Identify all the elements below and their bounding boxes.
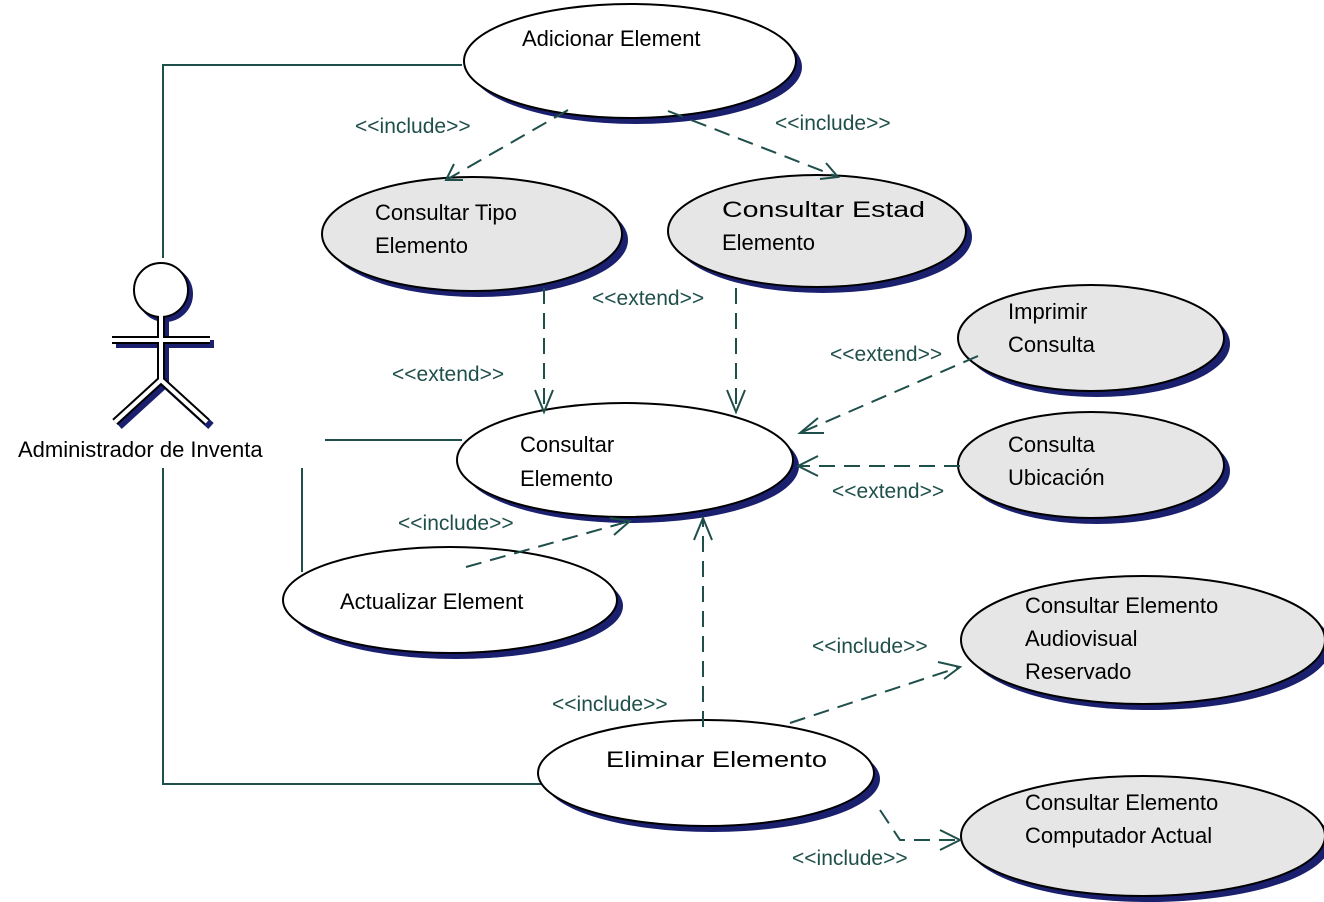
label-include-actualizar: <<include>> — [398, 512, 514, 535]
actor-figure-inner — [112, 264, 210, 424]
include-adicionar-estado — [667, 110, 840, 180]
label-include-audiovisual: <<include>> — [812, 635, 928, 658]
use-case-consultar-elemento[interactable]: Consultar Elemento — [456, 402, 799, 523]
extend-estado — [726, 288, 746, 415]
use-case-actualizar-line-1: Actualizar Element — [340, 589, 523, 614]
label-extend-ubicacion: <<extend>> — [832, 480, 944, 503]
assoc-eliminar — [162, 468, 548, 785]
use-case-adicionar[interactable]: Adicionar Element — [463, 3, 802, 124]
extend-tipo — [534, 288, 554, 415]
use-case-consultar-estado-line-2: Elemento — [722, 230, 815, 255]
use-case-consultar-tipo-line-2: Elemento — [375, 233, 468, 258]
use-case-consulta-ubicacion[interactable]: Consulta Ubicación — [957, 411, 1230, 524]
use-case-imprimir-line-2: Consulta — [1008, 332, 1096, 357]
use-case-computador[interactable]: Consultar Elemento Computador Actual — [960, 775, 1324, 902]
assoc-adicionar — [162, 64, 462, 258]
use-case-consultar-tipo-line-1: Consultar Tipo — [375, 200, 517, 225]
use-case-adicionar-line-1: Adicionar Element — [522, 26, 701, 51]
use-case-imprimir-line-1: Imprimir — [1008, 299, 1087, 324]
label-extend-estado: <<extend>> — [592, 287, 704, 310]
use-case-consultar-estado[interactable]: Consultar Estad Elemento — [667, 174, 972, 293]
label-include-eliminar: <<include>> — [552, 693, 668, 716]
extend-imprimir — [797, 355, 979, 434]
actor-name: Administrador de Inventa — [18, 437, 263, 462]
label-extend-tipo: <<extend>> — [392, 363, 504, 386]
use-case-computador-line-2: Computador Actual — [1025, 823, 1212, 848]
use-case-eliminar-line-1: Eliminar Elemento — [606, 747, 827, 772]
use-case-audiovisual-line-3: Reservado — [1025, 659, 1131, 684]
label-include-computador: <<include>> — [792, 847, 908, 870]
associations — [162, 64, 548, 785]
use-case-imprimir[interactable]: Imprimir Consulta — [957, 284, 1230, 397]
include-adicionar-tipo — [444, 109, 569, 181]
use-case-audiovisual[interactable]: Consultar Elemento Audiovisual Reservado — [960, 575, 1324, 710]
include-audiovisual — [789, 661, 963, 724]
use-case-consulta-ubicacion-line-2: Ubicación — [1008, 465, 1105, 490]
use-case-consultar-tipo[interactable]: Consultar Tipo Elemento — [321, 176, 628, 297]
use-case-eliminar[interactable]: Eliminar Elemento — [537, 719, 880, 832]
label-extend-imprimir: <<extend>> — [830, 343, 942, 366]
label-include-adic-estado: <<include>> — [775, 112, 891, 135]
use-case-computador-line-1: Consultar Elemento — [1025, 790, 1218, 815]
use-case-audiovisual-line-1: Consultar Elemento — [1025, 593, 1218, 618]
use-case-consultar-elemento-line-2: Elemento — [520, 466, 613, 491]
extend-ubicacion — [795, 455, 960, 477]
use-case-audiovisual-line-2: Audiovisual — [1025, 626, 1138, 651]
use-case-actualizar[interactable]: Actualizar Element — [282, 546, 623, 659]
include-actualizar — [465, 517, 633, 568]
label-include-adic-tipo: <<include>> — [355, 115, 471, 138]
include-eliminar — [693, 515, 713, 727]
use-case-consultar-elemento-line-1: Consultar — [520, 432, 614, 457]
actor-administrador: Administrador de Inventa — [18, 262, 263, 462]
include-computador — [879, 809, 963, 851]
use-case-consultar-estado-line-1: Consultar Estad — [722, 197, 925, 222]
use-case-consulta-ubicacion-line-1: Consulta — [1008, 432, 1096, 457]
